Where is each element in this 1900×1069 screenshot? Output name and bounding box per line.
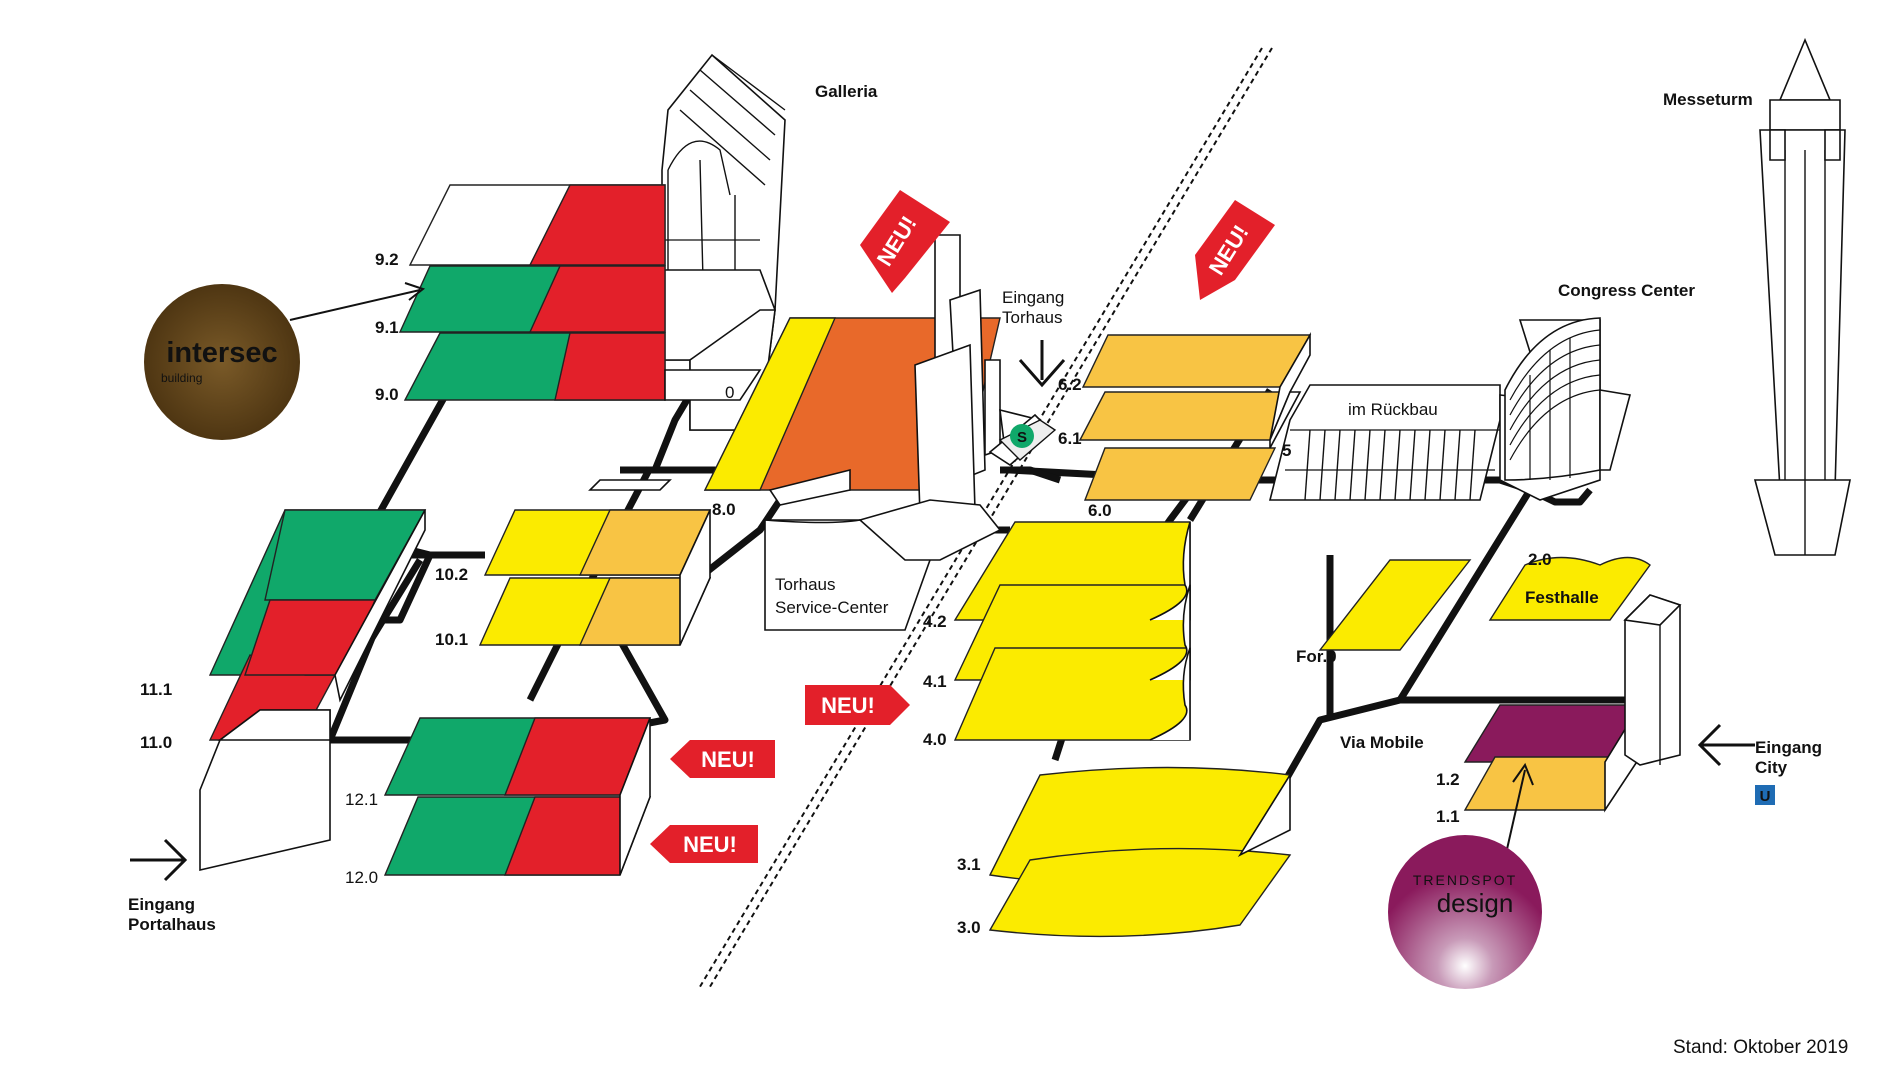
label-hall-1-2: 1.2 (1436, 770, 1460, 789)
label-hall-11-1: 11.1 (140, 680, 172, 699)
label-hall-10-1: 10.1 (435, 630, 468, 649)
label-hall-9-0: 9.0 (375, 385, 399, 404)
building-labels: Galleria Messeturm Congress Center im Rü… (775, 82, 1753, 752)
congress-center-building (1499, 317, 1631, 501)
u-bahn-icon: U (1755, 785, 1775, 805)
s-bahn-label: S (1017, 429, 1027, 446)
label-messeturm: Messeturm (1663, 90, 1753, 109)
label-hall-4-1: 4.1 (923, 672, 947, 691)
label-hall-8-0: 8.0 (712, 500, 736, 519)
label-hall-4-2: 4.2 (923, 612, 947, 631)
hall-3[interactable] (988, 766, 1292, 938)
new-badge: NEU! (650, 825, 758, 863)
intersec-logo-sub: building (161, 371, 202, 385)
hall-1[interactable] (1463, 702, 1642, 813)
label-entrance-portalhaus-2: Portalhaus (128, 915, 216, 934)
s-bahn-icon (1010, 424, 1034, 448)
hall-4[interactable] (953, 521, 1191, 741)
messeturm-tower (1753, 37, 1851, 556)
label-hall-9-1: 9.1 (375, 318, 399, 337)
label-torhaus-sc-2: Service-Center (775, 598, 889, 617)
label-hall-12-1: 12.1 (345, 790, 378, 809)
hall-10[interactable] (478, 509, 712, 646)
new-badge: NEU! (1195, 200, 1275, 300)
label-hall-4-0: 4.0 (923, 730, 947, 749)
hall-forum[interactable] (1318, 559, 1472, 651)
label-hall-3-0: 3.0 (957, 918, 981, 937)
label-entrance-torhaus-2: Torhaus (1002, 308, 1062, 327)
label-hall-1-1: 1.1 (1436, 807, 1460, 826)
railway-tracks (697, 47, 1273, 991)
label-hall-9-2: 9.2 (375, 250, 399, 269)
new-badge-label: NEU! (683, 832, 737, 857)
label-entrance-portalhaus-1: Eingang (128, 895, 195, 914)
trendspot-logo-bottom: design (1437, 888, 1514, 918)
hall-12[interactable] (383, 717, 652, 876)
portalhaus-building (199, 709, 331, 872)
label-hall-2-0: 2.0 (1528, 550, 1552, 569)
label-hall-9-lower: 0 (725, 383, 734, 402)
new-badge-label: NEU! (701, 747, 755, 772)
intersec-logo-main: intersec (166, 337, 277, 369)
label-via-mobile: Via Mobile (1340, 733, 1424, 752)
label-hall-6-2: 6.2 (1058, 375, 1082, 394)
festhalle[interactable] (1488, 556, 1651, 621)
u-bahn-label: U (1760, 788, 1771, 805)
label-entrance-city-2: City (1755, 758, 1788, 777)
stand-date: Stand: Oktober 2019 (1673, 1037, 1848, 1058)
label-im-rueckbau: im Rückbau (1348, 400, 1438, 419)
label-galleria: Galleria (815, 82, 878, 101)
label-hall-forum: For.0 (1296, 647, 1337, 666)
intersec-logo: intersec building (144, 284, 300, 440)
arrow-right-icon (130, 838, 188, 882)
new-badge: NEU! (670, 740, 775, 778)
arrow-left-icon (1697, 723, 1755, 767)
trendspot-logo-top: TRENDSPOT (1413, 872, 1517, 888)
label-hall-3-1: 3.1 (957, 855, 981, 874)
arrow-down-icon (1018, 340, 1066, 388)
hall-11[interactable] (208, 509, 427, 741)
hall-labels: 9.2 9.1 9.0 0 8.0 10.2 10.1 11.1 11.0 12… (140, 250, 1552, 937)
city-tower (1623, 594, 1682, 766)
new-badge-label: NEU! (821, 693, 875, 718)
label-hall-12-0: 12.0 (345, 868, 378, 887)
hall-9[interactable] (398, 184, 762, 401)
new-badge: NEU! (860, 190, 950, 293)
trendspot-logo: TRENDSPOT design (1388, 835, 1542, 989)
s-bahn-station: S (988, 413, 1057, 467)
label-festhalle: Festhalle (1525, 588, 1599, 607)
label-hall-6-0: 6.0 (1088, 501, 1112, 520)
label-congress-center: Congress Center (1558, 281, 1695, 300)
label-entrance-torhaus-1: Eingang (1002, 288, 1064, 307)
hall-6[interactable] (1078, 332, 1312, 501)
label-hall-10-2: 10.2 (435, 565, 468, 584)
hall-5-rueckbau (1268, 384, 1501, 501)
label-entrance-city-1: Eingang (1755, 738, 1822, 757)
label-hall-6-1: 6.1 (1058, 429, 1082, 448)
arrow-to-hall9-icon (289, 282, 426, 321)
label-hall-11-0: 11.0 (140, 733, 172, 752)
entrance-labels: Eingang Torhaus Eingang Portalhaus Einga… (128, 288, 1822, 934)
label-hall-5: 5 (1282, 441, 1291, 460)
label-torhaus-sc-1: Torhaus (775, 575, 835, 594)
new-badge: NEU! (805, 685, 910, 725)
